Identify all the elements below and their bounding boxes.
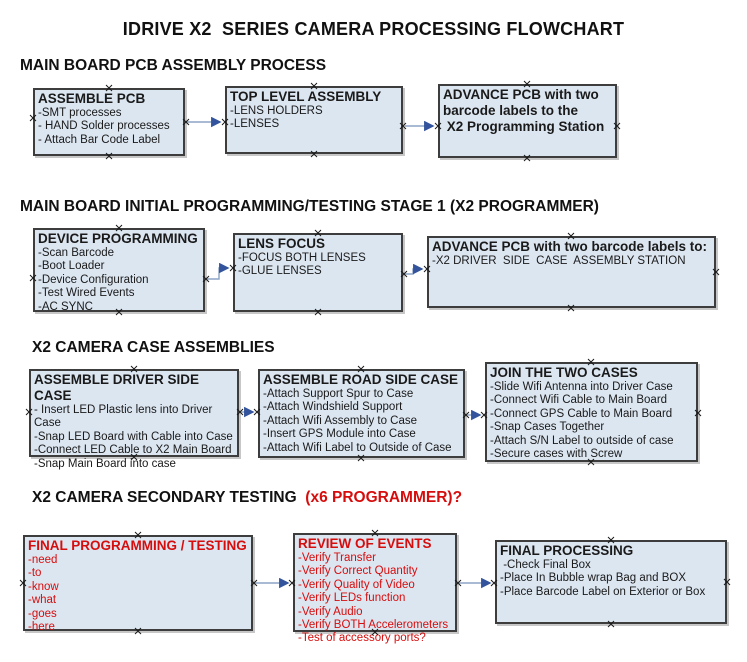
section-header-text: MAIN BOARD PCB ASSEMBLY PROCESS <box>20 57 327 74</box>
box-line: -GLUE LENSES <box>238 265 322 278</box>
box-title: LENS FOCUS <box>238 236 326 251</box>
flow-box: FINAL PROGRAMMING / TESTING-need-to-know… <box>23 535 253 634</box>
connector-arrow <box>404 263 424 275</box>
box-line: - Insert LED Plastic lens into Driver Ca… <box>34 404 216 430</box>
connector-arrow <box>206 262 230 280</box>
flow-box: ASSEMBLE PCB-SMT processes- HAND Solder … <box>33 88 185 156</box>
box-title: JOIN THE TWO CASES <box>490 365 638 380</box>
box-title: ASSEMBLE PCB <box>38 91 146 106</box>
box-line: -Connect LED Cable to X2 Main Board <box>34 444 232 457</box>
box-line: -LENS HOLDERS <box>230 105 323 117</box>
box-line: -Attach Windshield Support <box>263 401 403 414</box>
box-line: -Verify Audio <box>298 605 363 618</box>
box-line: -Verify LEDs function <box>298 592 406 605</box>
box-title: FINAL PROCESSING <box>500 543 634 558</box>
box-line: -Verify Quality of Video <box>298 578 415 591</box>
box-line: -Insert GPS Module into Case <box>263 428 416 441</box>
flow-box: FINAL PROCESSING -Check Final Box-Place … <box>495 540 727 624</box>
box-line: -Place Barcode Label on Exterior or Box <box>500 585 706 598</box>
box-line: -LENSES <box>230 118 280 131</box>
box-line: -Attach Wifi Label to Outside of Case <box>263 441 452 454</box>
box-line: -what <box>28 594 57 607</box>
flow-box: ADVANCE PCB with two barcode labels to:-… <box>427 236 716 308</box>
box-line: -Attach Wifi Assembly to Case <box>263 414 418 427</box>
box-title: ADVANCE PCB with two barcode labels to: <box>432 239 708 254</box>
box-line: -AC SYNC <box>38 300 93 313</box>
box-line: -SMT processes <box>38 107 122 119</box>
section-header-text: MAIN BOARD INITIAL PROGRAMMING/TESTING S… <box>20 198 599 215</box>
box-line: -Secure cases with Screw <box>490 448 623 461</box>
box-line: -Connect Wifi Cable to Main Board <box>490 394 668 407</box>
box-title: barcode labels to the <box>443 103 579 118</box>
box-line: -FOCUS BOTH LENSES <box>238 252 366 264</box>
box-line: -Boot Loader <box>38 260 105 273</box>
section-header-red-suffix: (x6 PROGRAMMER)? <box>301 489 463 506</box>
box-line: -Place In Bubble wrap Bag and BOX <box>500 572 687 585</box>
box-line: -Verify BOTH Accelerometers <box>298 619 449 632</box>
box-title: ASSEMBLE ROAD SIDE CASE <box>263 372 459 387</box>
box-line: -Attach Support Spur to Case <box>263 388 414 400</box>
section-header: MAIN BOARD PCB ASSEMBLY PROCESS <box>20 57 326 75</box>
box-line: -goes <box>28 607 57 620</box>
box-title: FINAL PROGRAMMING / TESTING <box>28 538 247 553</box>
box-line: -need <box>28 554 58 566</box>
box-line: -Slide Wifi Antenna into Driver Case <box>490 381 673 393</box>
box-line: -Snap Main Board into case <box>34 457 176 470</box>
box-title: TOP LEVEL ASSEMBLY <box>230 89 382 104</box>
box-line: - Attach Bar Code Label <box>38 133 161 146</box>
box-line: -Check Final Box <box>500 559 591 571</box>
box-line: -Verify Transfer <box>298 552 376 564</box>
box-line: -Test of accessory ports? <box>298 632 426 645</box>
box-line: -Device Configuration <box>38 273 149 286</box>
flow-box: ASSEMBLE ROAD SIDE CASE-Attach Support S… <box>258 369 465 458</box>
box-title: ASSEMBLE DRIVER SIDE CASE <box>34 372 203 403</box>
box-title: X2 Programming Station <box>443 119 605 134</box>
box-line: -X2 DRIVER SIDE CASE ASSEMBLY STATION <box>432 255 686 267</box>
box-line: - HAND Solder processes <box>38 120 170 133</box>
flow-box: LENS FOCUS-FOCUS BOTH LENSES-GLUE LENSES <box>233 233 403 312</box>
flow-box: JOIN THE TWO CASES-Slide Wifi Antenna in… <box>485 362 698 462</box>
flow-box: REVIEW OF EVENTS-Verify Transfer-Verify … <box>293 533 457 644</box>
box-line: -Attach S/N Label to outside of case <box>490 434 674 447</box>
box-line: -Verify Correct Quantity <box>298 565 418 578</box>
box-line: -to <box>28 567 42 580</box>
box-line: -Snap LED Board with Cable into Case <box>34 430 233 443</box>
box-line: -here <box>28 621 55 634</box>
box-title: DEVICE PROGRAMMING <box>38 231 198 246</box>
box-line: -know <box>28 580 59 593</box>
page-title: IDRIVE X2 SERIES CAMERA PROCESSING FLOWC… <box>122 19 625 39</box>
box-line: -Test Wired Events <box>38 287 135 300</box>
flow-box: ASSEMBLE DRIVER SIDE CASE- Insert LED Pl… <box>29 369 239 470</box>
box-title: REVIEW OF EVENTS <box>298 536 432 551</box>
box-line: -Connect GPS Cable to Main Board <box>490 407 673 420</box>
flow-box: DEVICE PROGRAMMING-Scan Barcode-Boot Loa… <box>33 228 205 313</box>
box-title: ADVANCE PCB with two <box>443 87 599 102</box>
box-line: -Snap Cases Together <box>490 421 605 434</box>
box-line: -Scan Barcode <box>38 247 115 259</box>
section-header: MAIN BOARD INITIAL PROGRAMMING/TESTING S… <box>20 198 599 216</box>
section-header-text: X2 CAMERA SECONDARY TESTING <box>32 489 301 506</box>
section-header: X2 CAMERA SECONDARY TESTING (x6 PROGRAMM… <box>32 489 462 507</box>
section-header-text: X2 CAMERA CASE ASSEMBLIES <box>32 339 275 356</box>
section-header: X2 CAMERA CASE ASSEMBLIES <box>32 339 275 357</box>
flow-box: TOP LEVEL ASSEMBLY-LENS HOLDERS-LENSES <box>225 86 403 154</box>
